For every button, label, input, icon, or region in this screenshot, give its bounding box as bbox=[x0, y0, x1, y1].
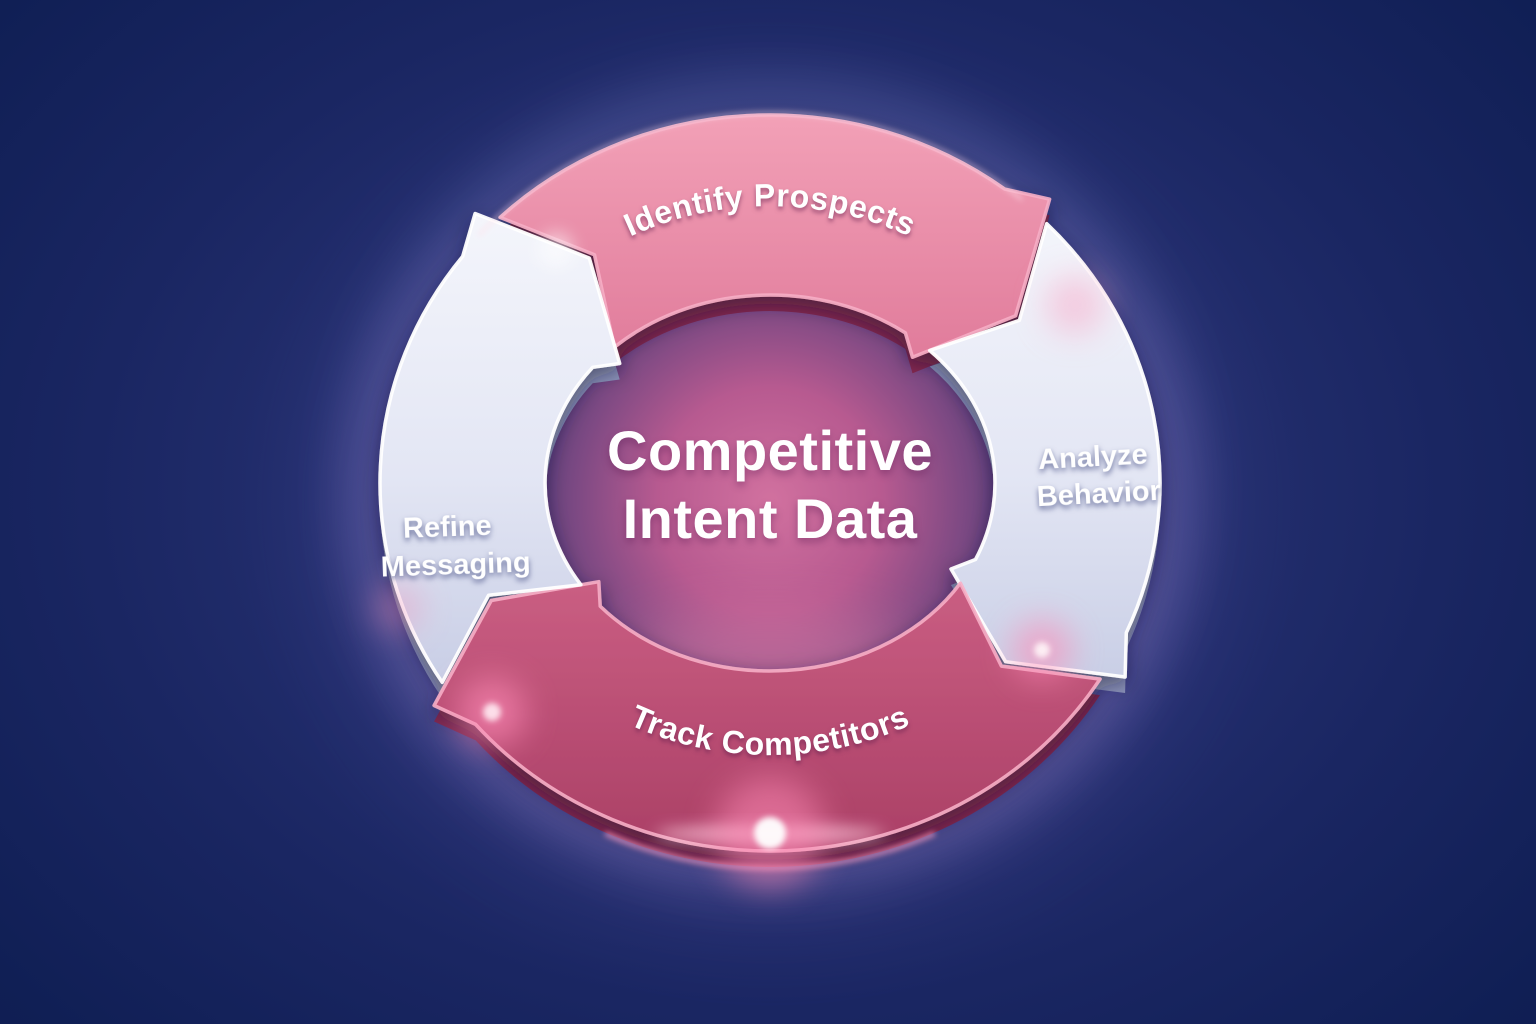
glow-northwest-tip bbox=[538, 232, 574, 268]
flare-southeast-core bbox=[1034, 642, 1050, 658]
glow-west-edge bbox=[374, 584, 422, 632]
flare-bottom-core bbox=[754, 817, 786, 849]
lens-flares bbox=[374, 232, 1105, 888]
segment-identify-prospects bbox=[498, 113, 1052, 359]
label-analyze-behavior: Analyze Behavior bbox=[1034, 438, 1162, 513]
segment-refine-messaging bbox=[378, 211, 622, 685]
label-refine-messaging: Refine Messaging bbox=[379, 508, 531, 583]
top-rim-light bbox=[477, 111, 1024, 237]
center-disc bbox=[530, 281, 1010, 685]
glow-northeast-edge bbox=[1045, 275, 1105, 335]
flare-southwest-core bbox=[483, 703, 501, 721]
segment-analyze-behavior bbox=[927, 221, 1162, 679]
segment-face-layer bbox=[378, 113, 1162, 853]
center-title-line1: Competitive bbox=[607, 419, 933, 482]
center-title-line2: Intent Data bbox=[623, 487, 918, 550]
